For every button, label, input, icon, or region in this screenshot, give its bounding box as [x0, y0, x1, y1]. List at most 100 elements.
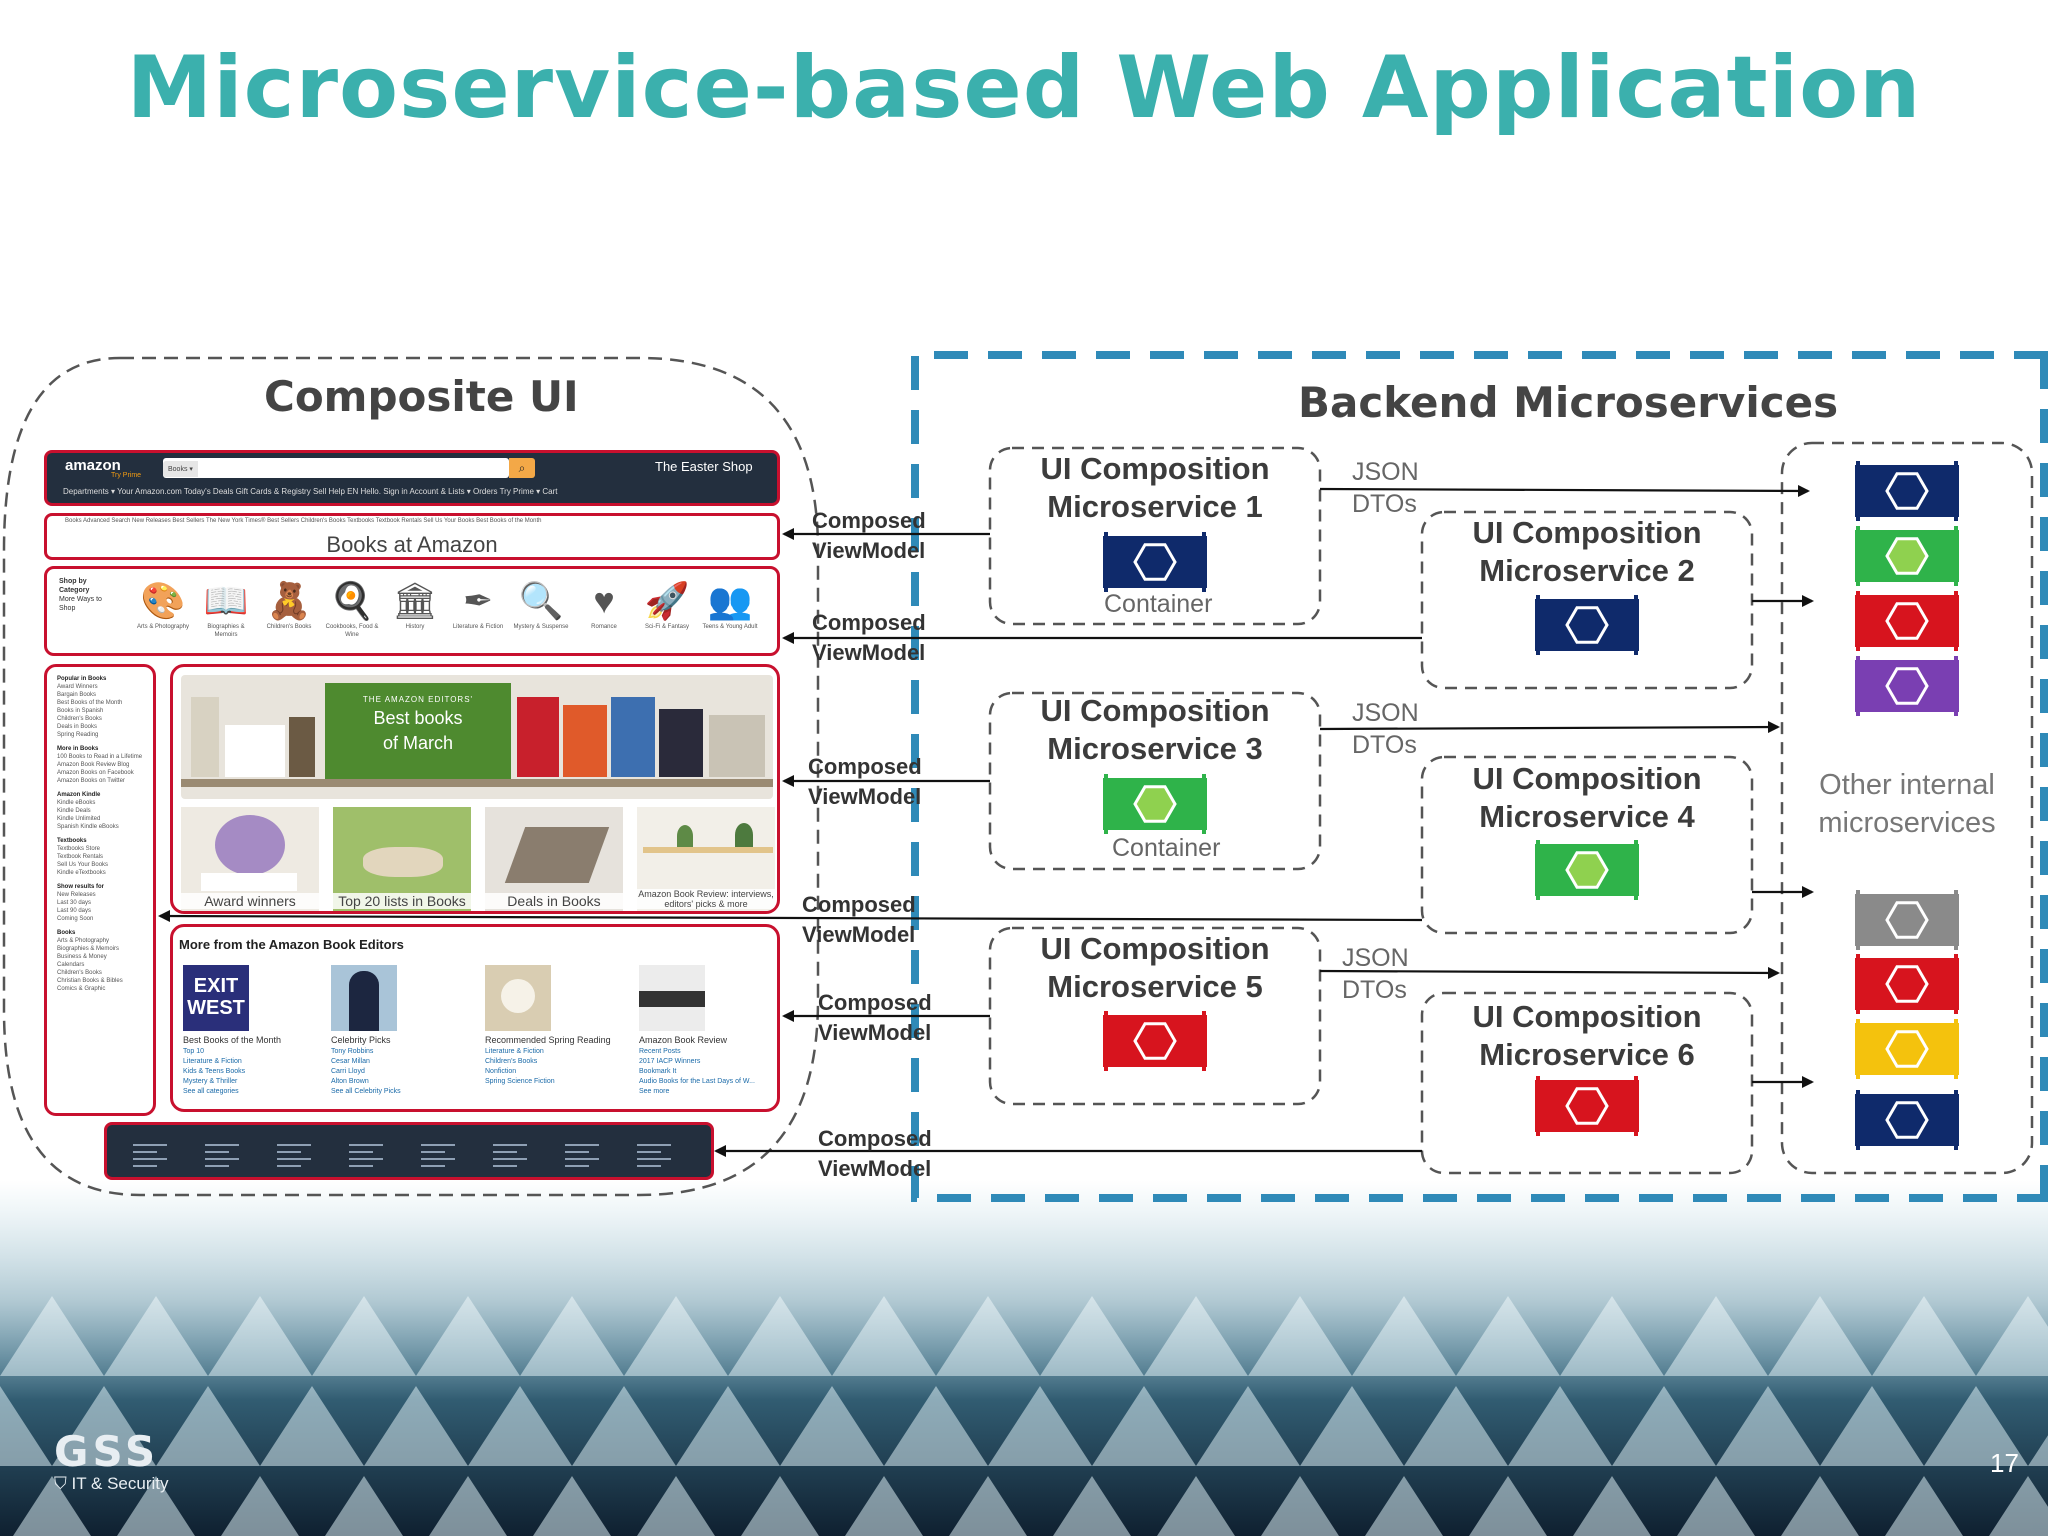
editor-link[interactable]: See all categories	[183, 1088, 239, 1095]
category-item[interactable]: 🔍Mystery & Suspense	[513, 579, 569, 631]
left-nav-link[interactable]: Biographies & Memoirs	[57, 946, 120, 952]
top-20-lists-tile[interactable]: Top 20 lists in Books	[333, 807, 471, 911]
left-nav-heading: Show results for	[57, 884, 105, 890]
left-nav-link[interactable]: Deals in Books	[57, 724, 98, 730]
left-nav-link[interactable]: Kindle eBooks	[57, 800, 96, 806]
editor-link[interactable]: Audio Books for the Last Days of W...	[639, 1078, 755, 1085]
search-icon[interactable]: ⌕	[509, 458, 535, 478]
amazon-search-input[interactable]: Books ▾	[163, 458, 509, 478]
ms1-container-icon	[1103, 532, 1207, 592]
left-nav-link[interactable]: Business & Money	[57, 954, 107, 960]
category-item[interactable]: 🚀Sci-Fi & Fantasy	[639, 579, 695, 631]
editors-best-books[interactable]: THE AMAZON EDITORS' Best books of March	[325, 683, 511, 779]
left-nav-link[interactable]: Spring Reading	[57, 732, 99, 738]
left-nav-link[interactable]: Amazon Book Review Blog	[57, 762, 130, 768]
left-nav-link[interactable]: Best Books of the Month	[57, 700, 123, 706]
editor-link[interactable]: Top 10	[183, 1048, 205, 1055]
editor-link[interactable]: See all Celebrity Picks	[331, 1088, 401, 1095]
editor-link[interactable]: Children's Books	[485, 1058, 538, 1065]
left-nav-heading: Popular in Books	[57, 676, 107, 682]
category-item[interactable]: 🧸Children's Books	[261, 579, 317, 631]
category-item[interactable]: 👥Teens & Young Adult	[702, 579, 758, 631]
left-nav-link[interactable]: Arts & Photography	[57, 938, 110, 944]
left-nav-link[interactable]: Christian Books & Bibles	[57, 978, 123, 984]
editor-link[interactable]: Cesar Millan	[331, 1058, 370, 1065]
footer-link-columns	[133, 1144, 671, 1167]
award-winners-tile[interactable]: Award winners	[181, 807, 319, 911]
other-container-icon	[1855, 656, 1959, 716]
ms4-box	[1420, 755, 1754, 935]
editor-link[interactable]: See more	[639, 1088, 670, 1095]
category-item[interactable]: 🍳Cookbooks, Food & Wine	[324, 579, 380, 639]
amazon-book-review-tile[interactable]: Amazon Book Review: interviews, editors'…	[637, 807, 775, 911]
amazon-logo-sub: Try Prime	[111, 472, 142, 479]
left-nav-link[interactable]: Bargain Books	[57, 692, 97, 698]
editor-link[interactable]: Nonfiction	[485, 1068, 517, 1075]
left-nav-link[interactable]: Last 90 days	[57, 908, 92, 914]
editor-link[interactable]: Bookmark It	[639, 1068, 677, 1075]
other-container-icon	[1855, 1019, 1959, 1079]
shield-icon: ⛉	[54, 1474, 67, 1493]
editor-link[interactable]: Kids & Teens Books	[183, 1068, 246, 1075]
category-item[interactable]: ♥Romance	[576, 579, 632, 631]
left-nav-link[interactable]: Kindle eTextbooks	[57, 870, 106, 876]
left-nav-link[interactable]: Amazon Books on Twitter	[57, 778, 125, 784]
left-nav-link[interactable]: Calendars	[57, 962, 85, 968]
left-nav-link[interactable]: Textbook Rentals	[57, 854, 104, 860]
category-icon: 🎨	[140, 580, 186, 621]
category-item[interactable]: ✒Literature & Fiction	[450, 579, 506, 631]
editor-link[interactable]: Spring Science Fiction	[485, 1078, 555, 1085]
left-nav-heading: Textbooks	[57, 838, 87, 844]
editor-link[interactable]: Mystery & Thriller	[183, 1078, 238, 1085]
search-category[interactable]: Books ▾	[163, 461, 198, 477]
category-label: Mystery & Suspense	[513, 624, 569, 630]
editor-link[interactable]: Literature & Fiction	[485, 1048, 544, 1055]
left-nav-link[interactable]: Children's Books	[57, 970, 102, 976]
left-nav-link[interactable]: Award Winners	[57, 684, 98, 690]
left-nav-link[interactable]: Children's Books	[57, 716, 102, 722]
left-nav-link[interactable]: Coming Soon	[57, 916, 94, 922]
left-nav-link[interactable]: Books in Spanish	[57, 708, 104, 714]
left-nav-link[interactable]: New Releases	[57, 892, 96, 898]
category-item[interactable]: 🎨 Arts & Photography	[135, 579, 191, 631]
editor-link[interactable]: 2017 IACP Winners	[639, 1058, 701, 1065]
easter-shop-promo[interactable]: The Easter Shop	[655, 459, 753, 474]
editor-link[interactable]: Carri Lloyd	[331, 1068, 365, 1075]
other-services-box	[1780, 441, 2034, 1175]
category-strip: Shop by Category More Ways to Shop 🎨Arts…	[44, 566, 780, 656]
left-nav-link[interactable]: 100 Books to Read in a Lifetime	[57, 754, 143, 760]
left-nav-link[interactable]: Amazon Books on Facebook	[57, 770, 134, 776]
ms6-container-icon	[1535, 1076, 1639, 1136]
category-label: Children's Books	[266, 624, 312, 630]
category-label: Arts & Photography	[136, 624, 190, 630]
category-icon: ✒	[462, 580, 494, 621]
category-label: Teens & Young Adult	[702, 624, 758, 630]
editors-col-spring[interactable]: Recommended Spring Reading Literature & …	[479, 965, 619, 1087]
left-nav-link[interactable]: Kindle Unlimited	[57, 816, 101, 822]
editor-link[interactable]: Literature & Fiction	[183, 1058, 242, 1065]
category-icon: 🍳	[329, 580, 375, 621]
left-nav-link[interactable]: Last 30 days	[57, 900, 92, 906]
books-banner: Books Advanced Search New Releases Best …	[44, 513, 780, 560]
left-nav-link[interactable]: Spanish Kindle eBooks	[57, 824, 119, 830]
left-nav-link[interactable]: Sell Us Your Books	[57, 862, 109, 868]
category-item[interactable]: 🏛History	[387, 579, 443, 631]
books-subnav: Books Advanced Search New Releases Best …	[65, 518, 542, 524]
left-nav-link[interactable]: Textbooks Store	[57, 846, 101, 852]
deals-in-books-tile[interactable]: Deals in Books	[485, 807, 623, 911]
editor-link[interactable]: Alton Brown	[331, 1078, 369, 1085]
left-nav-link[interactable]: Comics & Graphic	[57, 986, 106, 992]
editor-link[interactable]: Recent Posts	[639, 1048, 681, 1055]
category-item[interactable]: 📖Biographies & Memoirs	[198, 579, 254, 639]
editor-link[interactable]: Tony Robbins	[331, 1048, 374, 1055]
left-nav-link[interactable]: Kindle Deals	[57, 808, 91, 814]
